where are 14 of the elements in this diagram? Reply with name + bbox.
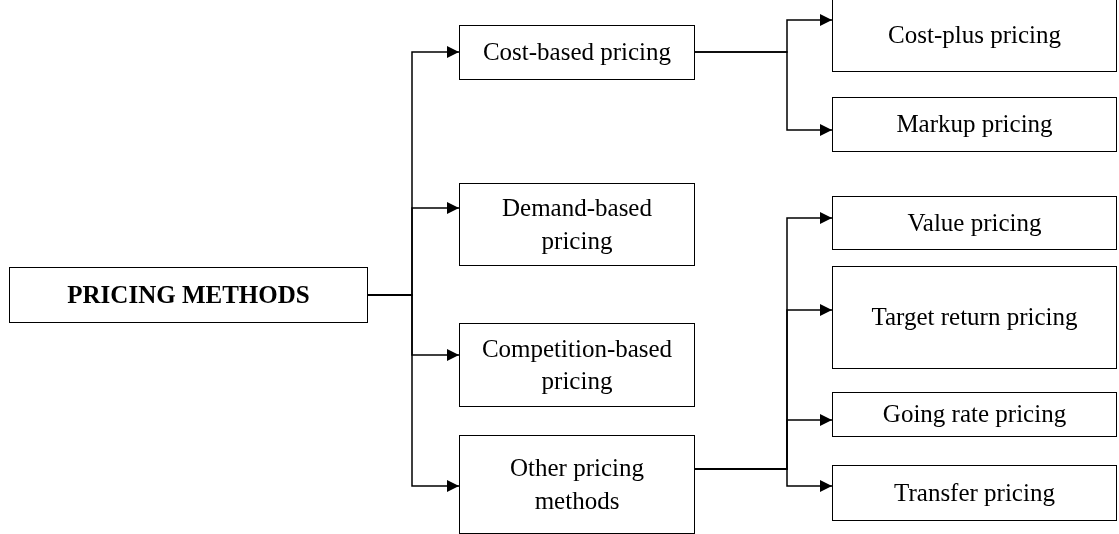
pricing-box: Target return pricing bbox=[832, 266, 1117, 369]
pricing-box: Other pricing methods bbox=[459, 435, 695, 534]
pricing-box: Cost-based pricing bbox=[459, 25, 695, 80]
pricing-box: Value pricing bbox=[832, 196, 1117, 250]
arrow bbox=[694, 468, 833, 492]
pricing-box: Markup pricing bbox=[832, 97, 1117, 152]
pricing-box: Transfer pricing bbox=[832, 465, 1117, 521]
pricing-box: Demand-based pricing bbox=[459, 183, 695, 266]
arrow bbox=[694, 51, 833, 136]
arrow bbox=[367, 294, 460, 492]
pricing-box: PRICING METHODS bbox=[9, 267, 368, 323]
pricing-box: Cost-plus pricing bbox=[832, 0, 1117, 72]
pricing-box: Going rate pricing bbox=[832, 392, 1117, 437]
pricing-box: Competition-based pricing bbox=[459, 323, 695, 407]
